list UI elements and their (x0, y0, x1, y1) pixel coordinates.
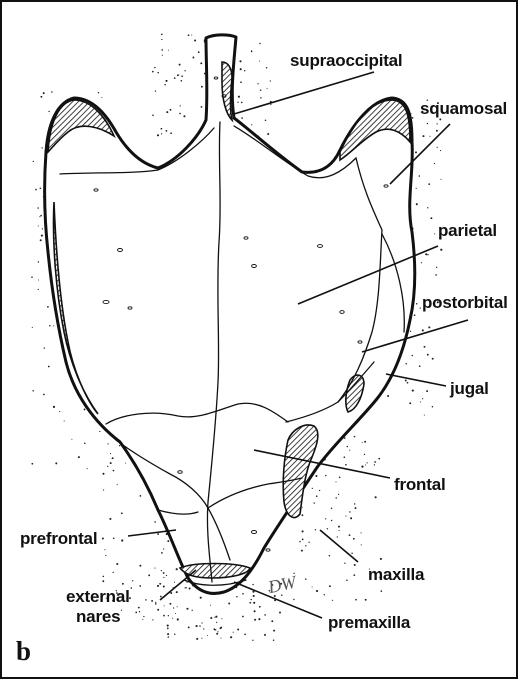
maxilla-leader (320, 530, 358, 562)
label-external-nares-line2: nares (76, 607, 120, 626)
jugal-leader (386, 374, 446, 386)
label-premaxilla: premaxilla (328, 613, 411, 632)
label-maxilla: maxilla (368, 565, 425, 584)
label-parietal: parietal (438, 221, 497, 240)
supraoccipital-leader (234, 72, 374, 114)
label-supraoccipital: supraoccipital (290, 51, 402, 70)
label-frontal: frontal (394, 475, 445, 494)
label-external-nares-line1: external (66, 587, 130, 606)
label-prefrontal: prefrontal (20, 529, 97, 548)
artist-signature: DW (265, 571, 299, 597)
label-jugal: jugal (449, 379, 489, 398)
external-nares-leader (160, 570, 196, 600)
panel-letter: b (16, 636, 31, 666)
label-postorbital: postorbital (422, 293, 508, 312)
label-squamosal: squamosal (420, 99, 507, 118)
